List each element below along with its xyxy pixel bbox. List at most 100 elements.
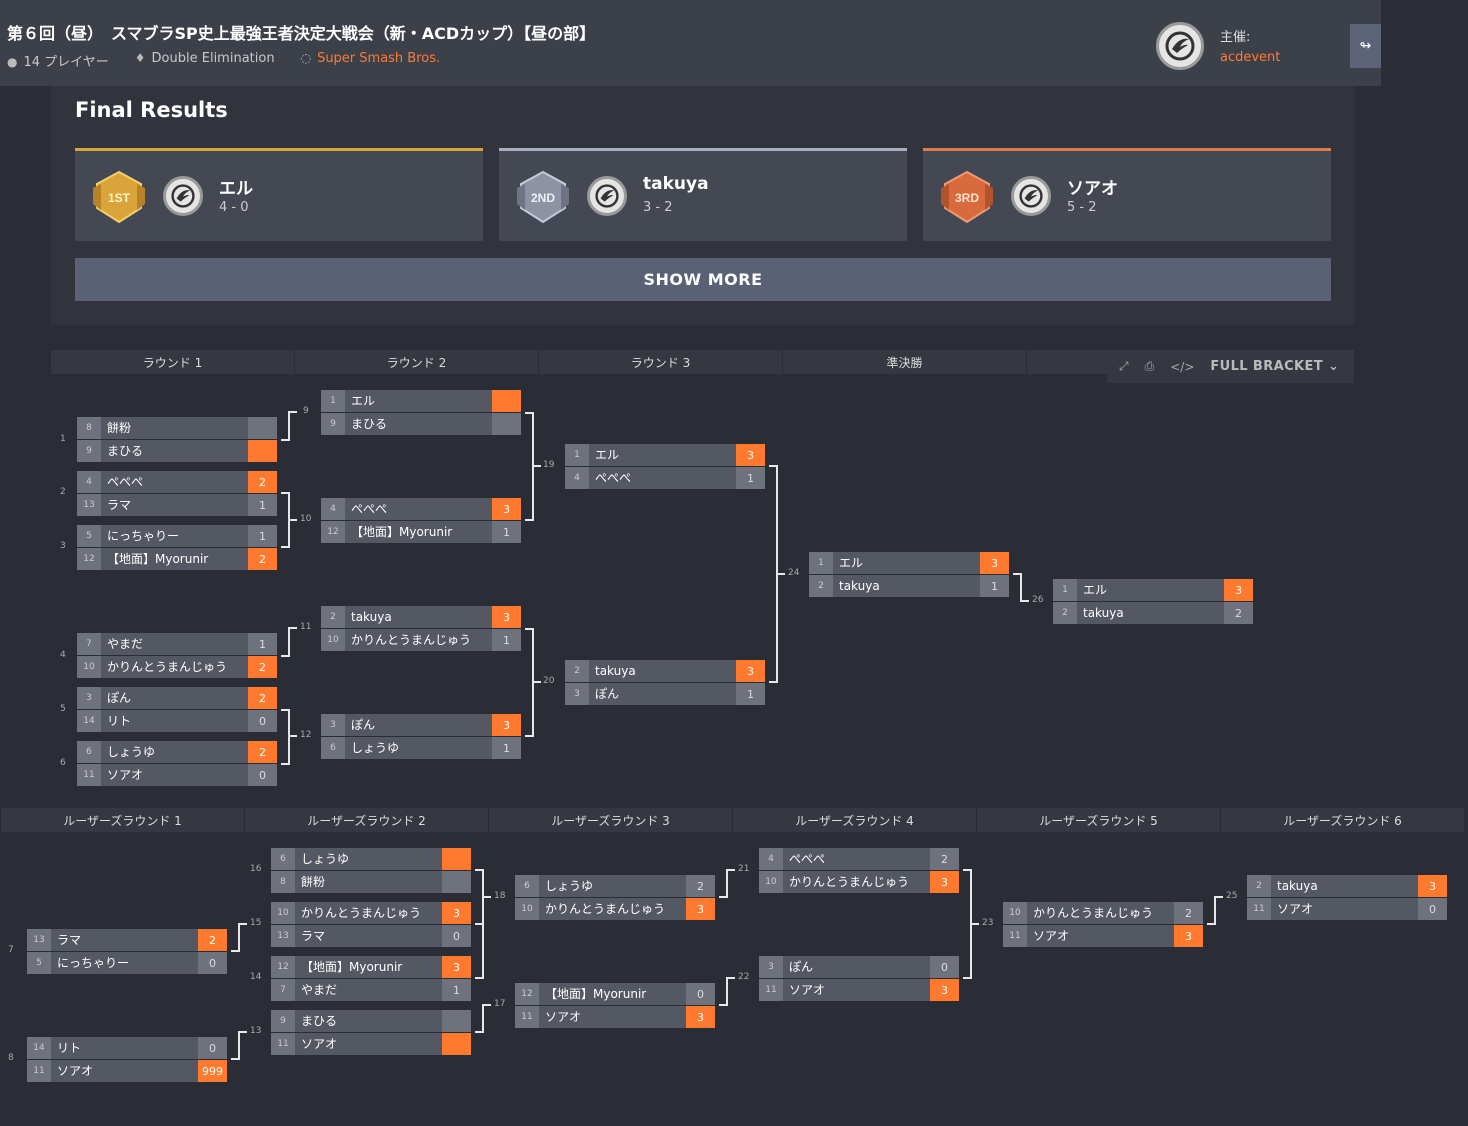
runner-up-name[interactable]: takuya — [643, 174, 709, 194]
player-seed: 2 — [1247, 875, 1271, 897]
player-score — [492, 390, 521, 412]
player-score: 0 — [442, 925, 471, 947]
place-card-3rd[interactable]: 3RD ソアオ 5 - 2 — [923, 148, 1331, 241]
third-place-name[interactable]: ソアオ — [1067, 179, 1118, 199]
print-icon[interactable]: ⎙ — [1144, 359, 1155, 373]
game-info[interactable]: ◌Super Smash Bros. — [301, 51, 441, 70]
place-card-2nd[interactable]: 2ND takuya 3 - 2 — [499, 148, 907, 241]
place-card-1st[interactable]: 1ST エル 4 - 0 — [75, 148, 483, 241]
full-bracket-dropdown[interactable]: FULL BRACKET ⌄ — [1210, 359, 1339, 374]
organizer-avatar[interactable] — [1156, 22, 1204, 70]
share-button[interactable]: ↬ — [1350, 24, 1381, 68]
winner-name[interactable]: エル — [219, 179, 253, 199]
match-number: 19 — [543, 460, 555, 470]
expand-icon[interactable]: ⤢ — [1119, 359, 1129, 373]
embed-code-icon[interactable]: </> — [1170, 359, 1195, 374]
organizer-name[interactable]: acdevent — [1220, 50, 1281, 65]
player-seed: 1 — [809, 552, 833, 574]
show-more-button[interactable]: SHOW MORE — [75, 258, 1331, 301]
player-name: まひる — [351, 417, 388, 431]
game-link[interactable]: Super Smash Bros. — [317, 51, 441, 66]
